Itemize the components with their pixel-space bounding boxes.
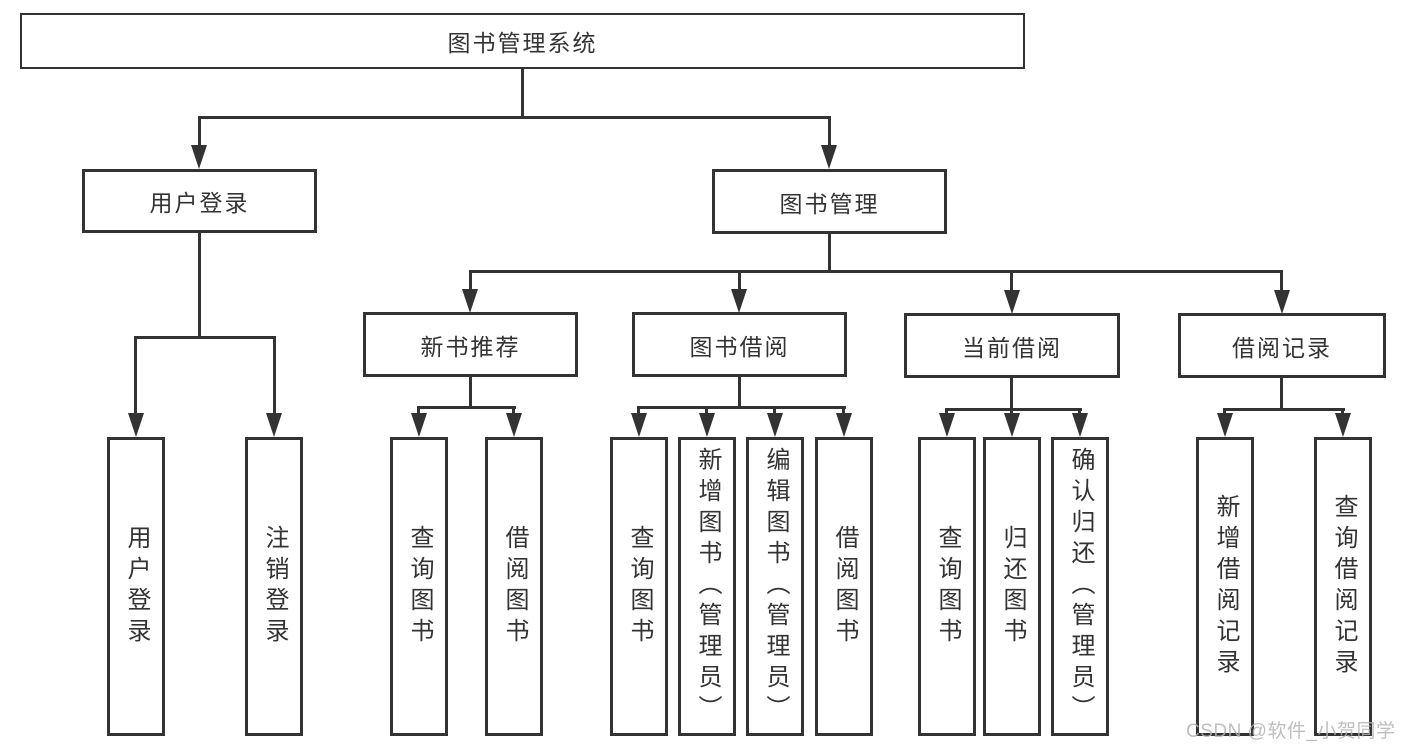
node-borrowing-records: 借阅记录 <box>1178 313 1386 378</box>
connector-line <box>1280 270 1283 292</box>
connector-line <box>417 406 420 416</box>
arrow-down-icon <box>462 289 478 313</box>
arrow-down-icon <box>1217 413 1233 437</box>
connector-line <box>273 336 276 415</box>
connector-line <box>945 408 1082 411</box>
connector-line <box>738 377 741 409</box>
node-book-borrowing: 图书借阅 <box>632 312 847 377</box>
connector-line <box>1078 408 1081 416</box>
arrow-down-icon <box>821 145 837 169</box>
connector-line <box>521 69 524 118</box>
arrow-down-icon <box>699 413 715 437</box>
leaf-borrow-books-recommend: 借阅图书 <box>485 437 543 736</box>
connector-line <box>1010 270 1013 292</box>
arrow-down-icon <box>631 413 647 437</box>
connector-line <box>637 406 846 409</box>
arrow-down-icon <box>266 413 282 437</box>
connector-line <box>134 336 137 415</box>
arrow-down-icon <box>836 413 852 437</box>
connector-line <box>842 406 845 416</box>
connector-line <box>198 116 831 119</box>
arrow-down-icon <box>1274 290 1290 314</box>
connector-line <box>828 234 831 273</box>
node-current-borrowing: 当前借阅 <box>904 313 1120 378</box>
arrow-down-icon <box>506 413 522 437</box>
connector-line <box>469 270 1283 273</box>
node-new-book-recommend: 新书推荐 <box>363 312 578 377</box>
arrow-down-icon <box>128 413 144 437</box>
arrow-down-icon <box>1072 413 1088 437</box>
node-user-login: 用户登录 <box>82 169 317 233</box>
connector-line <box>198 233 201 339</box>
leaf-query-borrow-record: 查询借阅记录 <box>1314 437 1372 736</box>
connector-line <box>1341 408 1344 416</box>
leaf-add-book-admin: 新增图书（管理员） <box>678 437 736 736</box>
connector-line <box>469 270 472 292</box>
leaf-borrow-books-borrowing: 借阅图书 <box>815 437 873 736</box>
connector-line <box>705 406 708 416</box>
connector-line <box>637 406 640 416</box>
leaf-return-book: 归还图书 <box>983 437 1041 736</box>
arrow-down-icon <box>411 413 427 437</box>
arrow-down-icon <box>1004 290 1020 314</box>
arrow-down-icon <box>767 413 783 437</box>
connector-line <box>1280 378 1283 411</box>
connector-line <box>417 406 516 409</box>
connector-line <box>1223 408 1226 416</box>
csdn-watermark: CSDN @软件_小贺同学 <box>1186 721 1396 742</box>
leaf-query-books-recommend: 查询图书 <box>390 437 448 736</box>
arrow-down-icon <box>1335 413 1351 437</box>
connector-line <box>198 116 201 147</box>
leaf-logout: 注销登录 <box>245 437 303 736</box>
arrow-down-icon <box>191 145 207 169</box>
arrow-down-icon <box>939 413 955 437</box>
connector-line <box>512 406 515 416</box>
leaf-query-books-current: 查询图书 <box>918 437 976 736</box>
connector-line <box>1223 408 1345 411</box>
connector-line <box>1010 408 1013 416</box>
connector-line <box>134 336 276 339</box>
node-book-management: 图书管理 <box>712 169 947 234</box>
connector-line <box>828 116 831 147</box>
leaf-user-login: 用户登录 <box>107 437 165 736</box>
arrow-down-icon <box>731 289 747 313</box>
connector-line <box>945 408 948 416</box>
connector-line <box>469 377 472 409</box>
connector-line <box>773 406 776 416</box>
connector-line <box>738 270 741 292</box>
leaf-query-books-borrowing: 查询图书 <box>610 437 668 736</box>
arrow-down-icon <box>1004 413 1020 437</box>
leaf-confirm-return-admin: 确认归还（管理员） <box>1051 437 1109 736</box>
connector-line <box>1010 378 1013 411</box>
leaf-edit-book-admin: 编辑图书（管理员） <box>746 437 804 736</box>
node-root-library-management-system: 图书管理系统 <box>20 13 1025 69</box>
leaf-add-borrow-record: 新增借阅记录 <box>1196 437 1254 736</box>
